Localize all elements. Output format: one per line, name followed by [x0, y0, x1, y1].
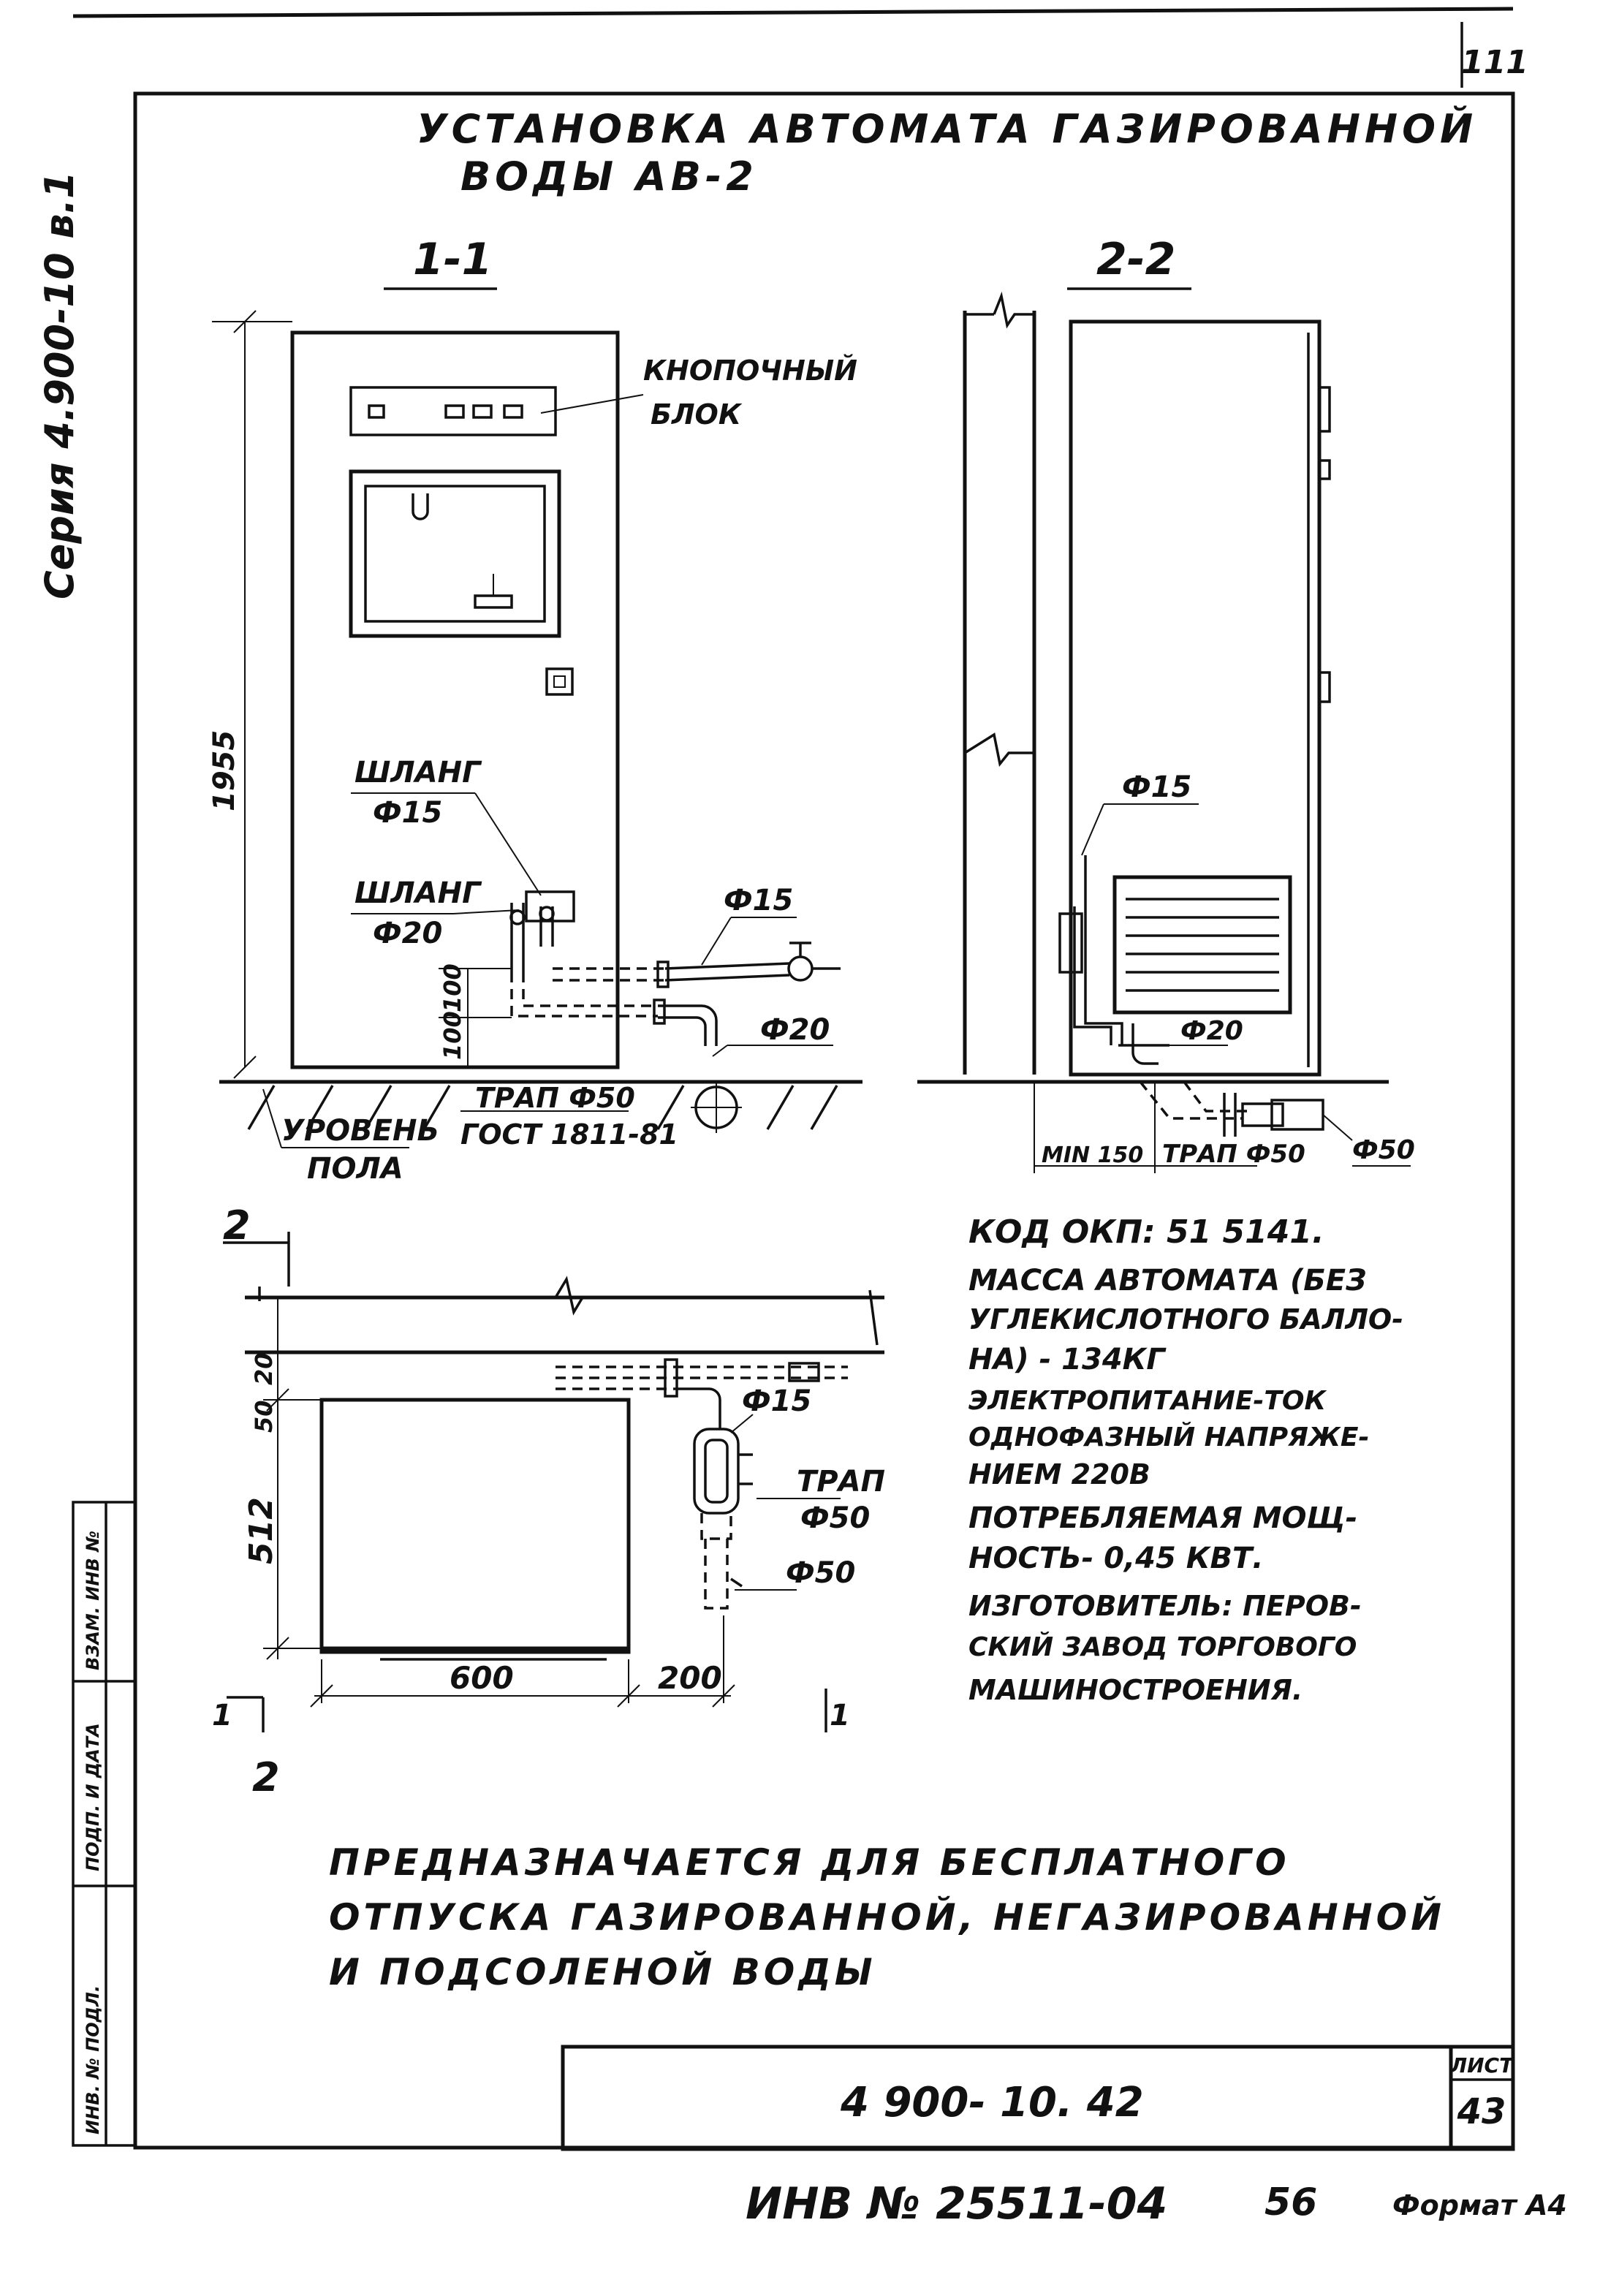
- button-block: [349, 386, 557, 436]
- series-label: Серия 4.900-10 в.1: [37, 171, 83, 599]
- sheet-mark: 111: [1461, 44, 1528, 81]
- plan-section-1-right: 1: [830, 1699, 850, 1732]
- doc-code: 4 900- 10. 42: [840, 2079, 1144, 2126]
- section-1-1-view: [212, 310, 862, 1148]
- sheet-number: 43: [1457, 2091, 1506, 2132]
- plan-label-trap-1: ТРАП: [797, 1465, 885, 1499]
- plan-dim-200: 200: [658, 1660, 722, 1696]
- note-line: ПОТРЕБЛЯЕМАЯ МОЩ-: [968, 1501, 1357, 1535]
- plan-dim-512: 512: [243, 1497, 280, 1564]
- s2-dim-min150: MIN 150: [1042, 1143, 1143, 1168]
- side-stamp-field-3: ИНВ. № ПОДЛ.: [83, 1985, 103, 2134]
- coin-slot: [545, 667, 574, 696]
- plan-view: [223, 1232, 884, 1732]
- label-hose-20-1: ШЛАНГ: [354, 876, 482, 910]
- inventory-suffix: 56: [1265, 2181, 1317, 2224]
- plan-section-2-top: 2: [223, 1202, 251, 1249]
- s2-label-phi50: Ф50: [1352, 1135, 1415, 1165]
- dim-height-1955: 1955: [208, 730, 241, 811]
- plan-label-phi15: Ф15: [742, 1384, 811, 1418]
- side-stamp-field-2: ПОДП. И ДАТА: [83, 1723, 103, 1871]
- label-hose-15-1: ШЛАНГ: [354, 756, 482, 789]
- purpose-line-2: ОТПУСКА ГАЗИРОВАННОЙ, НЕГАЗИРОВАННОЙ: [329, 1895, 1445, 1939]
- dim-100-a: 100: [439, 1011, 466, 1060]
- title-block: [561, 2045, 1515, 2151]
- section-1-1-title: 1-1: [413, 234, 492, 285]
- purpose-line-3: И ПОДСОЛЕНОЙ ВОДЫ: [329, 1950, 876, 1993]
- note-line: СКИЙ ЗАВОД ТОРГОВОГО: [968, 1632, 1357, 1662]
- note-line: ИЗГОТОВИТЕЛЬ: ПЕРОВ-: [968, 1590, 1362, 1622]
- label-button-block-1: КНОПОЧНЫЙ: [643, 355, 857, 387]
- s2-label-phi20: Ф20: [1180, 1016, 1243, 1046]
- section-2-2-title: 2-2: [1096, 234, 1175, 285]
- vending-cabinet: [290, 330, 620, 1069]
- label-floor-level-2: ПОЛА: [307, 1152, 403, 1186]
- note-line: МАШИНОСТРОЕНИЯ.: [968, 1674, 1303, 1706]
- note-line: КОД ОКП: 51 5141.: [968, 1213, 1324, 1251]
- label-trap-gost: ГОСТ 1811-81: [460, 1118, 678, 1151]
- note-line: НОСТЬ- 0,45 КВТ.: [968, 1542, 1263, 1575]
- note-line: НИЕМ 220В: [968, 1458, 1150, 1490]
- inventory-number: ИНВ № 25511-04: [746, 2178, 1167, 2229]
- note-line: НА) - 134КГ: [968, 1343, 1167, 1376]
- plan-section-1-left: 1: [212, 1699, 232, 1732]
- sheet-label: ЛИСТ: [1449, 2053, 1514, 2077]
- format-label: Формат А4: [1392, 2189, 1567, 2221]
- note-line: УГЛЕКИСЛОТНОГО БАЛЛО-: [968, 1303, 1403, 1335]
- plan-section-2-bottom: 2: [252, 1754, 280, 1800]
- s2-label-trap: ТРАП Ф50: [1162, 1140, 1305, 1169]
- side-stamp: [72, 1501, 137, 2147]
- plan-dim-50: 50: [250, 1400, 278, 1433]
- cabinet-side: [1069, 319, 1322, 1077]
- dispensing-niche: [349, 469, 561, 638]
- label-hose-20-2: Ф20: [373, 917, 442, 950]
- dim-100-b: 100: [439, 963, 466, 1012]
- note-line: ОДНОФАЗНЫЙ НАПРЯЖЕ-: [968, 1422, 1369, 1452]
- plan-dim-600: 600: [450, 1660, 514, 1696]
- label-trap: ТРАП Ф50: [475, 1082, 635, 1114]
- side-stamp-field-1: ВЗАМ. ИНВ №: [83, 1531, 103, 1670]
- label-button-block-2: БЛОК: [651, 398, 743, 431]
- sheet-frame: [72, 7, 1515, 2150]
- plan-label-trap-2: Ф50: [800, 1501, 870, 1535]
- label-pipe-20: Ф20: [760, 1013, 830, 1047]
- title-line-2: ВОДЫ АВ-2: [460, 154, 758, 200]
- vent-grille: [1112, 875, 1292, 1015]
- s2-label-phi15: Ф15: [1122, 770, 1191, 804]
- technical-notes: КОД ОКП: 51 5141. МАССА АВТОМАТА (БЕЗ УГ…: [968, 1213, 1403, 1706]
- note-line: МАССА АВТОМАТА (БЕЗ: [968, 1264, 1367, 1297]
- title-line-1: УСТАНОВКА АВТОМАТА ГАЗИРОВАННОЙ: [417, 106, 1477, 152]
- purpose-line-1: ПРЕДНАЗНАЧАЕТСЯ ДЛЯ БЕСПЛАТНОГО: [329, 1841, 1290, 1884]
- note-line: ЭЛЕКТРОПИТАНИЕ-ТОК: [968, 1386, 1327, 1416]
- label-hose-15-2: Ф15: [373, 796, 442, 830]
- section-2-2-view: [917, 291, 1411, 1173]
- cabinet-plan: [319, 1398, 631, 1654]
- label-pipe-15: Ф15: [724, 884, 793, 917]
- label-floor-level-1: УРОВЕНЬ: [281, 1114, 439, 1148]
- plan-dim-20: 20: [250, 1352, 278, 1385]
- plan-label-phi50: Ф50: [786, 1556, 855, 1590]
